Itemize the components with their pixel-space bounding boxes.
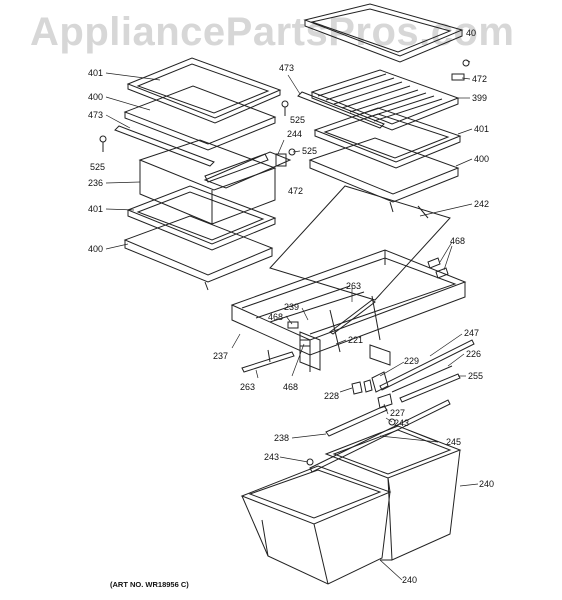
callout-221: 221: [348, 335, 364, 345]
callout-236: 236: [88, 178, 104, 188]
part-468-a: [287, 321, 299, 329]
part-468-b: [299, 339, 311, 347]
shelf-glass-400-top: [123, 85, 277, 151]
callout-468-a: 468: [268, 312, 284, 322]
callout-468-b: 468: [283, 382, 299, 392]
drawer-240-right: [324, 425, 462, 561]
callout-472-right: 472: [472, 74, 488, 84]
clip-472-right: [451, 73, 465, 81]
callout-240-right: 240: [479, 479, 495, 489]
rail-263-upper: [329, 299, 376, 335]
callout-242: 242: [474, 199, 490, 209]
callout-240-bottom: 240: [402, 575, 418, 585]
callout-400-top: 400: [88, 92, 104, 102]
callout-400-mid: 400: [88, 244, 104, 254]
cover-244: [203, 151, 292, 189]
rail-263-lower: [241, 349, 295, 373]
shelf-glass-400-right: [308, 137, 460, 213]
callout-399: 399: [472, 93, 488, 103]
callout-401-top: 401: [88, 68, 104, 78]
callout-263-upper: 263: [346, 281, 362, 291]
callout-473-left: 473: [88, 110, 104, 120]
callout-227: 227: [390, 408, 406, 418]
bracket-229: [371, 371, 389, 393]
callout-473-right: 473: [279, 63, 295, 73]
leader-lines: [105, 59, 479, 581]
callout-525-right: 525: [290, 115, 306, 125]
rail-238: [325, 405, 388, 437]
callout-244: 244: [287, 129, 303, 139]
callout-472-left: 472: [288, 186, 304, 196]
watermark: AppliancePartsPros.com: [30, 10, 515, 54]
callout-226: 226: [466, 349, 482, 359]
wire-shelf-399: [310, 69, 460, 131]
rail-247: [379, 339, 475, 391]
part-468-c: [427, 257, 441, 269]
part-468-d: [435, 267, 449, 279]
screw-525-left: [99, 135, 107, 152]
callout-468-right: 468: [450, 236, 466, 246]
callout-400-right: 400: [474, 154, 490, 164]
shelf-frame-401-right: [313, 107, 462, 169]
shelf-glass-400-mid: [123, 215, 274, 291]
callout-525-left: 525: [90, 162, 106, 172]
shelf-top-right: [303, 3, 464, 63]
callout-228: 228: [324, 391, 340, 401]
drawer-240-left: [240, 465, 392, 585]
pan-236: [138, 139, 277, 225]
callout-229: 229: [404, 356, 420, 366]
callout-401-mid: 401: [88, 204, 104, 214]
rail-255: [399, 373, 461, 403]
callout-247: 247: [464, 328, 480, 338]
shelf-frame-401-mid: [126, 185, 277, 251]
rail-226: [391, 365, 453, 393]
clip-243-a: [388, 418, 396, 426]
callout-40-top-right: 40: [466, 28, 477, 38]
callout-243-upper: 243: [394, 418, 410, 428]
callout-239: 239: [284, 302, 300, 312]
callout-243-lower: 243: [264, 452, 280, 462]
screw-525-right: [281, 100, 289, 116]
art-number: (ART NO. WR18956 C): [110, 580, 189, 589]
clip-472-left: [275, 153, 287, 167]
rail-245: [309, 399, 451, 473]
callout-238: 238: [274, 433, 290, 443]
crisper-frame: [230, 249, 467, 372]
callout-525-mid: 525: [302, 146, 318, 156]
callout-245: 245: [446, 437, 462, 447]
callout-237: 237: [213, 351, 229, 361]
shelf-frame-401-top: [126, 57, 282, 124]
clip-227: [377, 393, 393, 409]
rail-473-left: [114, 125, 215, 167]
callout-401-right: 401: [474, 124, 490, 134]
bracket-228: [351, 379, 373, 395]
callout-263-lower: 263: [240, 382, 256, 392]
callout-255: 255: [468, 371, 484, 381]
